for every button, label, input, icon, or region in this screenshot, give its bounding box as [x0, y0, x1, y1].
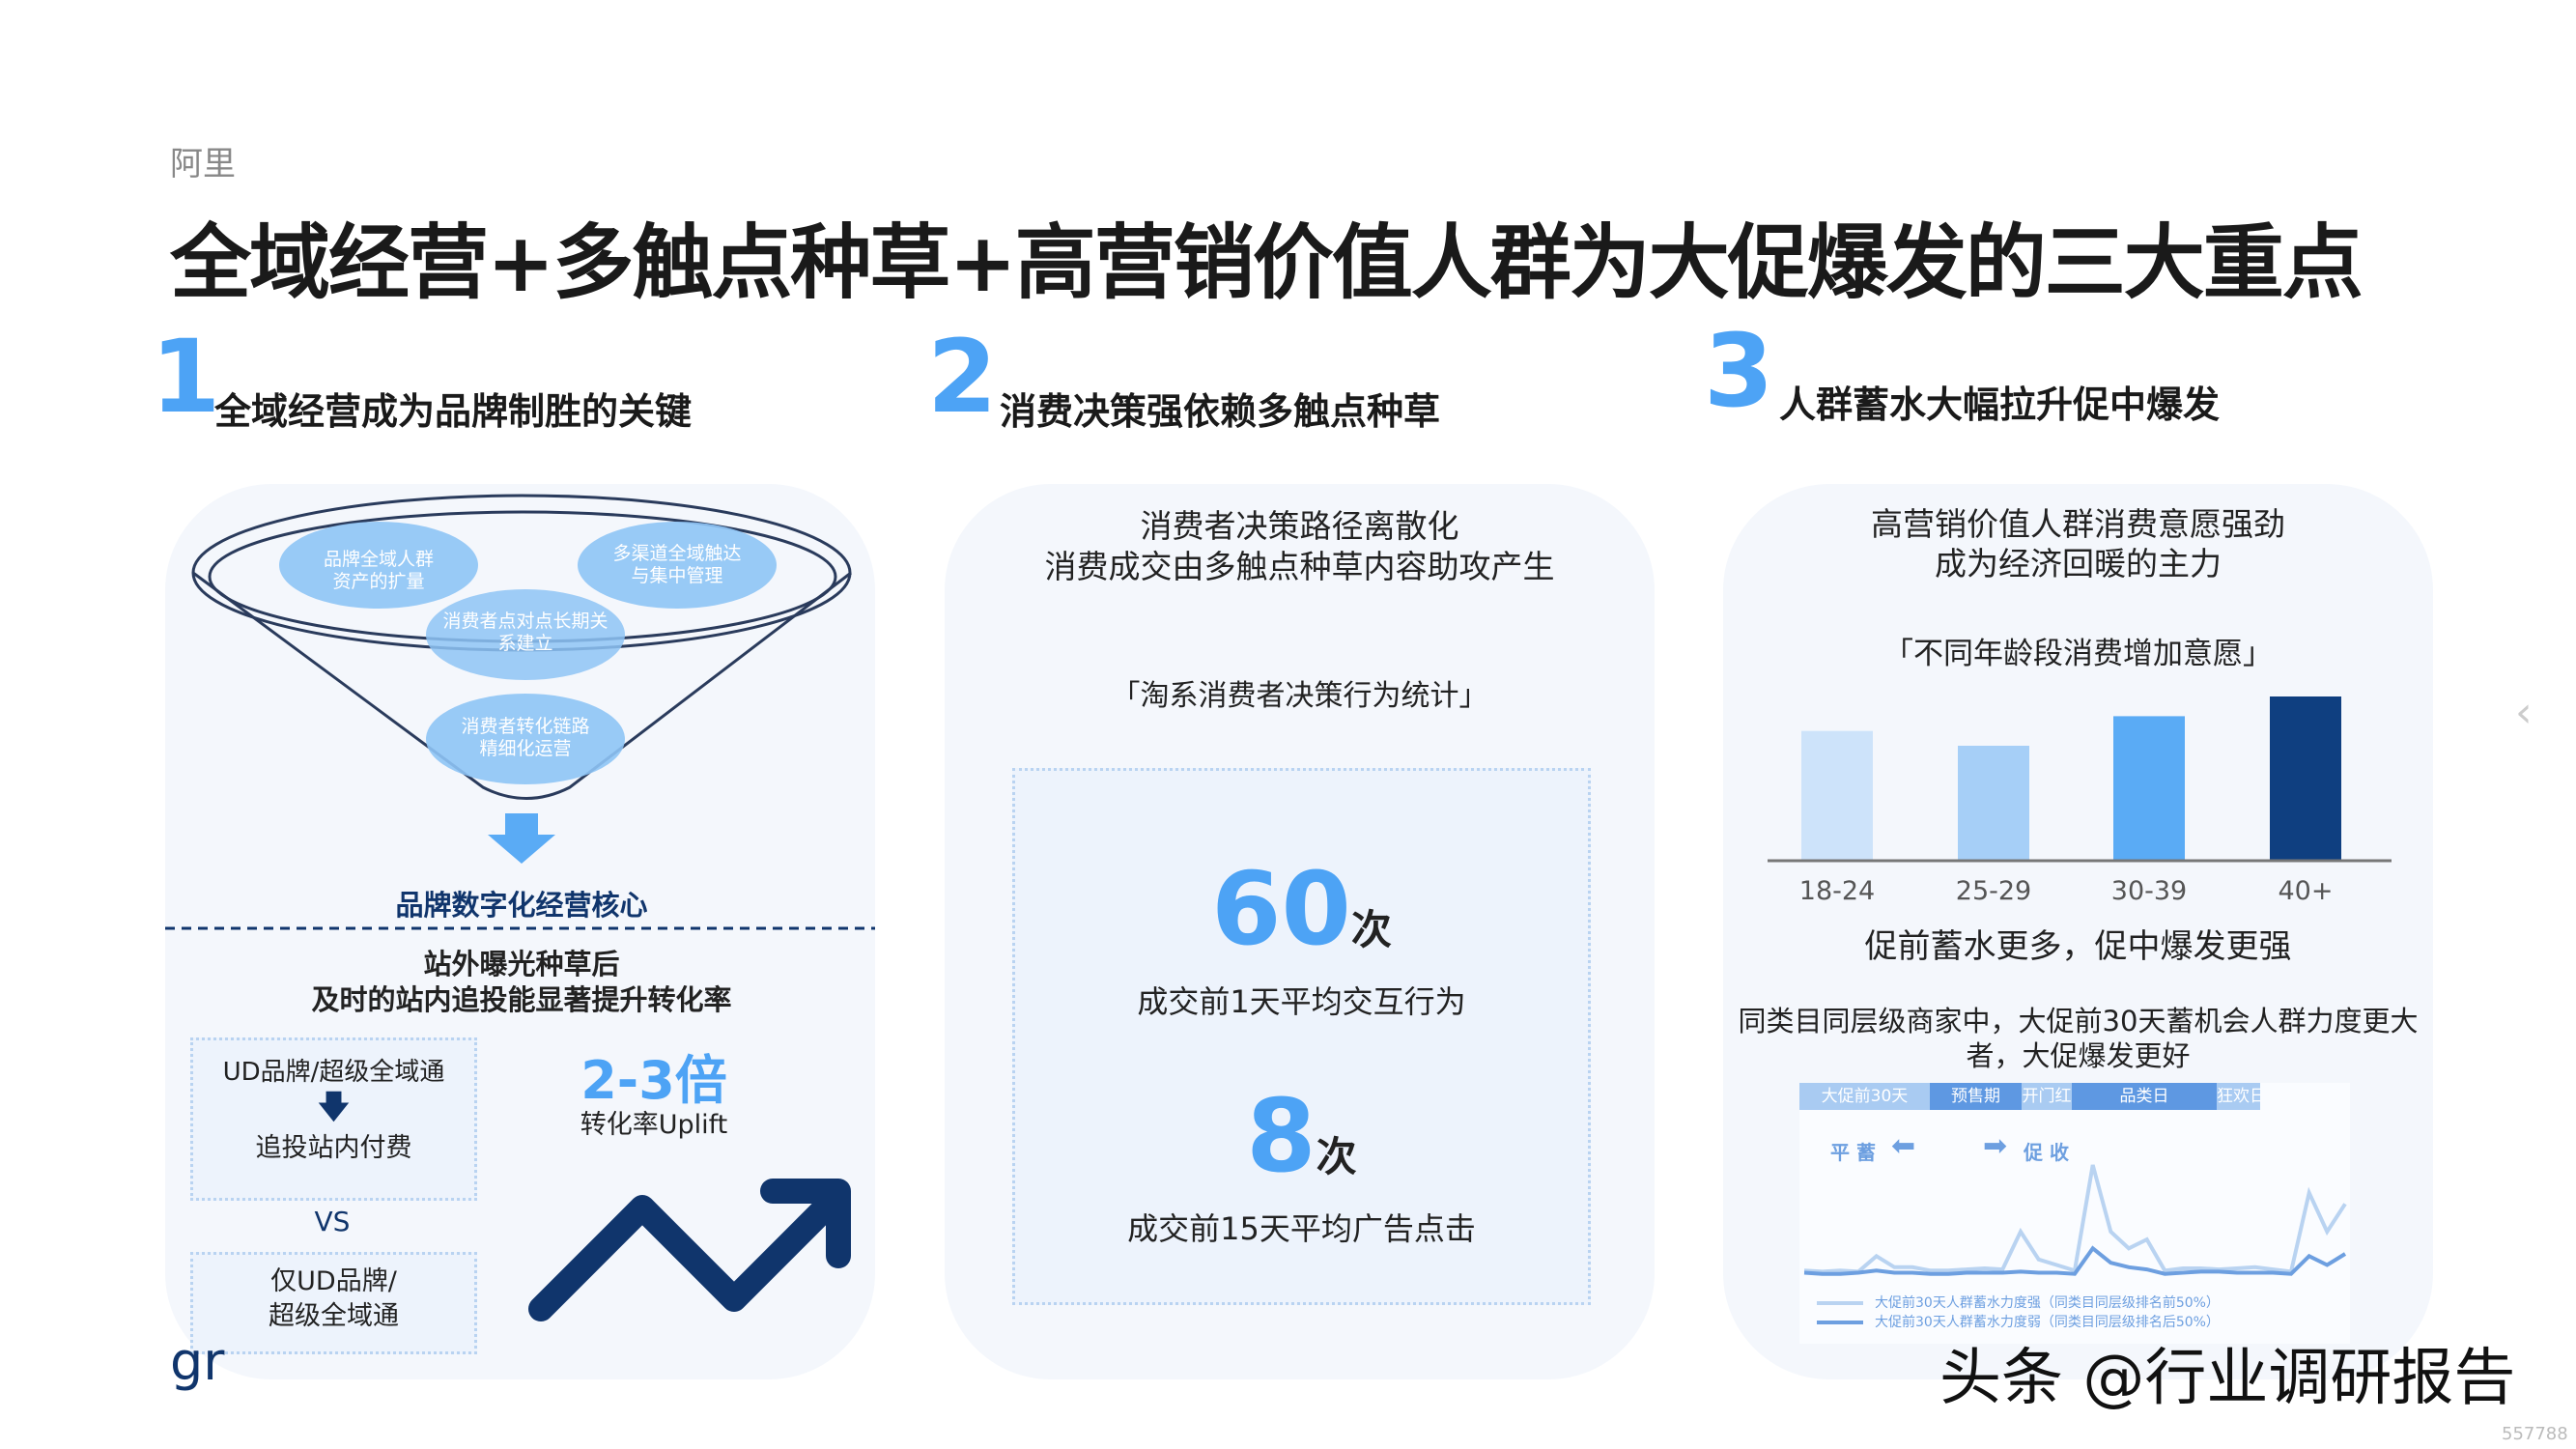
panel2-subtitle: 「淘系消费者决策行为统计」	[1111, 679, 1488, 713]
line-strong	[1803, 1164, 2347, 1274]
line-chart-legend: 大促前30天人群蓄水力度强（同类目同层级排名前50%） 大促前30天人群蓄水力度…	[1817, 1293, 2220, 1332]
vs-label: VS	[314, 1206, 351, 1237]
watermark: 头条 @行业调研报告	[1939, 1343, 2516, 1414]
stat2-unit: 次	[1316, 1133, 1357, 1180]
bar-label: 40+	[2279, 876, 2334, 906]
phase-0: 大促前30天	[1799, 1083, 1930, 1110]
section-number-2: 2	[927, 318, 998, 436]
bar-chart-caption: 促前蓄水更多，促中爆发更强	[1864, 927, 2292, 966]
stat1-label: 成交前1天平均交互行为	[1137, 983, 1466, 1020]
bar-chart-title: 「不同年龄段消费增加意愿」	[1883, 637, 2273, 671]
box2-line-2: 超级全域通	[269, 1301, 399, 1331]
funnel-text-3: 消费者点对点长期关系建立	[442, 611, 609, 654]
section-label-2: 消费决策强依赖多触点种草	[1000, 390, 1441, 433]
digital-core-label: 品牌数字化经营核心	[395, 889, 648, 922]
section-label-3: 人群蓄水大幅拉升促中爆发	[1779, 384, 2221, 426]
stat1-unit: 次	[1350, 906, 1392, 953]
funnel-bubble-3	[426, 589, 625, 680]
funnel-text-1: 品牌全域人群资产的扩量	[323, 549, 434, 592]
legend-weak: 大促前30天人群蓄水力度弱（同类目同层级排名后50%）	[1875, 1315, 2220, 1330]
phase-2: 开门红	[2022, 1083, 2072, 1110]
panel3-heading-2: 成为经济回暖的主力	[1935, 545, 2222, 582]
stat-ad-clicks: 8次	[1012, 1077, 1591, 1195]
down-arrow-icon: 🡇	[317, 1088, 351, 1126]
stat2-value: 8	[1246, 1077, 1316, 1195]
stockpile-line-chart: 大促前30天预售期开门红品类日狂欢日 平 蓄 ⬅ ➡ 促 收 大促前30天人群蓄…	[1799, 1083, 2350, 1344]
box1-top-text: UD品牌/超级全域通	[222, 1058, 445, 1087]
promo-harvest-label: 促 收	[2024, 1141, 2069, 1164]
ud-only-box: 仅UD品牌/ 超级全域通	[190, 1252, 477, 1354]
stat-interactions: 60次	[1012, 850, 1591, 968]
box1-bottom-text: 追投站内付费	[255, 1133, 412, 1163]
panel2-heading-2: 消费成交由多触点种草内容助攻产生	[1044, 548, 1555, 585]
trend-up-arrow-icon	[528, 1195, 838, 1321]
legend-strong: 大促前30天人群蓄水力度强（同类目同层级排名前50%）	[1875, 1295, 2220, 1311]
bar-40+	[2270, 696, 2341, 861]
uplift-multiplier: 2-3倍	[580, 1050, 727, 1111]
panel2-heading-1: 消费者决策路径离散化	[1140, 507, 1459, 545]
corner-number: 557788	[2502, 1424, 2568, 1444]
flat-stock-label: 平 蓄	[1830, 1141, 1876, 1164]
line-weak	[1803, 1245, 2347, 1276]
funnel-bubble-2	[578, 522, 777, 609]
stat2-label: 成交前15天平均广告点击	[1127, 1210, 1476, 1247]
section-number-1: 1	[151, 318, 221, 436]
statement-line-2: 及时的站内追投能显著提升转化率	[311, 983, 732, 1016]
box2-line-1: 仅UD品牌/	[270, 1266, 397, 1296]
page-title: 全域经营+多触点种草+高营销价值人群为大促爆发的三大重点	[170, 215, 2364, 310]
bar-18-24	[1801, 730, 1873, 861]
arrow-left-icon: ⬅	[1891, 1129, 1916, 1163]
stat1-value: 60	[1211, 850, 1351, 968]
bar-label: 30-39	[2111, 876, 2187, 906]
funnel-text-4: 消费者转化链路精细化运营	[461, 716, 590, 759]
panel3-heading-1: 高营销价值人群消费意愿强劲	[1871, 505, 2285, 543]
bar-label: 18-24	[1799, 876, 1875, 906]
trend-arrow-head	[760, 1179, 851, 1268]
bar-label: 25-29	[1956, 876, 2031, 906]
arrow-right-icon: ➡	[1983, 1129, 2008, 1163]
stats-box	[1012, 768, 1591, 1305]
phase-1: 预售期	[1930, 1083, 2022, 1110]
panel3-note-1: 同类目同层级商家中，大促前30天蓄机会人群力度更大	[1738, 1005, 2419, 1037]
panel3-note-2: 者，大促爆发更好	[1966, 1039, 2191, 1072]
section-number-3: 3	[1704, 312, 1774, 430]
next-slide-chevron-icon[interactable]: ‹	[2515, 688, 2533, 737]
brand-label: 阿里	[170, 145, 236, 184]
funnel-body	[192, 571, 852, 800]
phase-3: 品类日	[2072, 1083, 2217, 1110]
ud-plus-retarget-box: UD品牌/超级全域通 🡇 追投站内付费	[190, 1037, 477, 1201]
section-label-1: 全域经营成为品牌制胜的关键	[214, 390, 693, 433]
uplift-label: 转化率Uplift	[580, 1110, 728, 1140]
funnel-bubble-1	[279, 522, 478, 609]
funnel-bubble-4	[426, 694, 625, 784]
bar-25-29	[1958, 746, 2029, 861]
statement-line-1: 站外曝光种草后	[423, 948, 620, 980]
age-bar-chart: 18-24 25-29 30-39 40+	[1768, 696, 2392, 906]
logo-fragment: gr	[170, 1331, 225, 1392]
phase-4: 狂欢日	[2217, 1083, 2260, 1110]
funnel-text-2: 多渠道全域触达与集中管理	[612, 543, 742, 586]
down-arrow-icon	[488, 813, 555, 864]
bar-30-39	[2113, 716, 2185, 861]
